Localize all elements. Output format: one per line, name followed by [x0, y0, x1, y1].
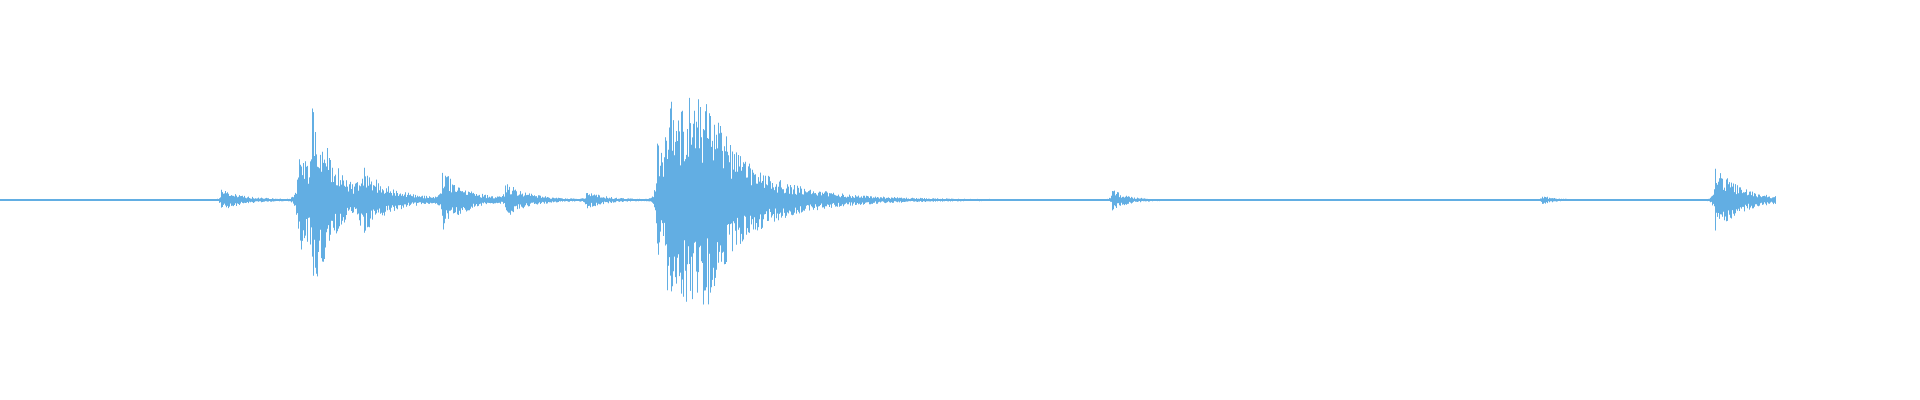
waveform-path [0, 97, 1776, 305]
waveform-bars [0, 97, 1776, 305]
